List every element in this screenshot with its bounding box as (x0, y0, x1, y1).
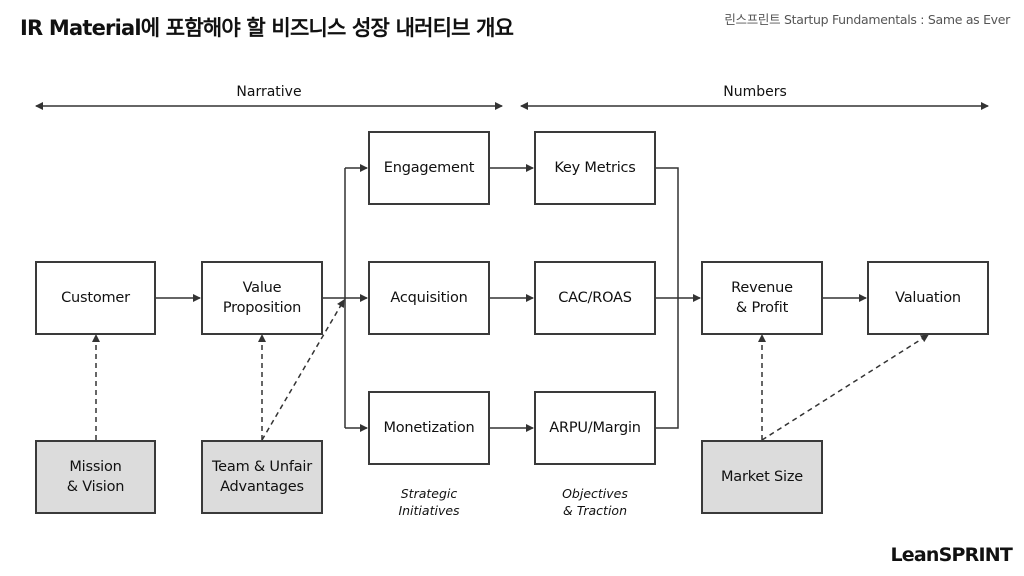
value-proposition-box: Value Proposition (201, 261, 323, 335)
page-subtitle: 린스프린트 Startup Fundamentals : Same as Eve… (724, 12, 1010, 27)
numbers-label: Numbers (723, 84, 787, 100)
acquisition-box: Acquisition (368, 261, 490, 335)
revenue-profit-box: Revenue & Profit (701, 261, 823, 335)
arpu-margin-box: ARPU/Margin (534, 391, 656, 465)
valuation-box: Valuation (867, 261, 989, 335)
customer-box: Customer (35, 261, 156, 335)
dashed-team-branch (261, 299, 345, 441)
narrative-label: Narrative (236, 84, 302, 100)
market-size-box: Market Size (701, 440, 823, 514)
dashed-market-valuation (761, 334, 929, 441)
mission-vision-box: Mission & Vision (35, 440, 156, 514)
strategic-initiatives-note: Strategic Initiatives (398, 486, 460, 518)
engagement-box: Engagement (368, 131, 490, 205)
page-title: IR Material에 포함해야 할 비즈니스 성장 내러티브 개요 (20, 16, 514, 40)
team-unfair-advantages-box: Team & Unfair Advantages (201, 440, 323, 514)
monetization-box: Monetization (368, 391, 490, 465)
objectives-traction-note: Objectives & Traction (562, 486, 628, 518)
cac-roas-box: CAC/ROAS (534, 261, 656, 335)
leansprint-logo: LeanSPRINT (890, 544, 1012, 566)
key-metrics-box: Key Metrics (534, 131, 656, 205)
